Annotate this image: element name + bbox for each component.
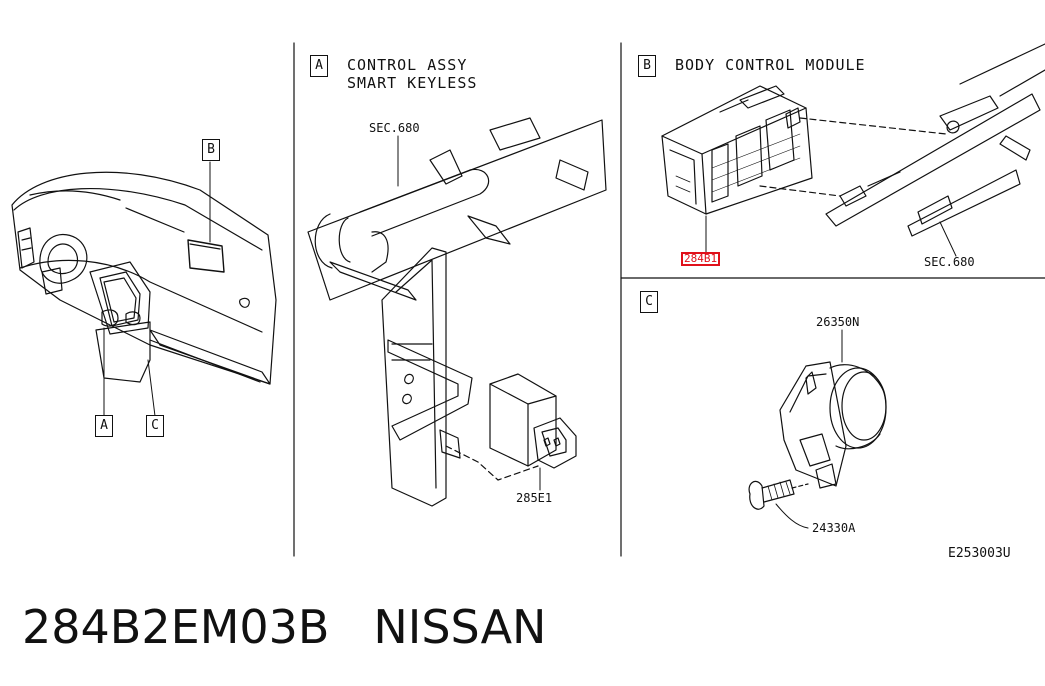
panel-b-title: BODY CONTROL MODULE (675, 56, 866, 74)
smart-keyless-control-unit (397, 135, 577, 491)
panel-a-title-line1: CONTROL ASSY (347, 56, 468, 74)
part-label-24330a: 24330A (812, 521, 856, 535)
panel-b-sec-ref: SEC.680 (924, 255, 975, 269)
panel-a-sec-ref: SEC.680 (369, 121, 420, 135)
dashboard-illustration (11, 161, 277, 417)
panel-b-tag: B (638, 55, 656, 77)
drawing-code: E253003U (948, 546, 1011, 561)
part-label-284b1-highlighted[interactable]: 284B1 (681, 252, 721, 266)
caption: 284B2EM03B NISSAN (22, 600, 546, 654)
caption-part-number: 284B2EM03B (22, 600, 330, 654)
screw-illustration (748, 479, 809, 529)
panel-a-title-line2: SMART KEYLESS (347, 74, 478, 92)
callout-a-overview: A (95, 415, 113, 437)
panel-a-tag: A (310, 55, 328, 77)
callout-c-overview: C (146, 415, 164, 437)
panel-c-tag: C (640, 291, 658, 313)
mounting-bracket-illustration (705, 43, 1045, 257)
part-label-26350n: 26350N (816, 315, 860, 329)
caption-brand: NISSAN (373, 600, 547, 654)
callout-b-overview: B (202, 139, 220, 161)
steering-column-illustration (307, 117, 607, 507)
body-control-module-illustration (661, 85, 813, 215)
caption-gap (329, 600, 373, 654)
push-button-switch-illustration (779, 329, 887, 489)
part-label-285e1: 285E1 (516, 491, 553, 505)
